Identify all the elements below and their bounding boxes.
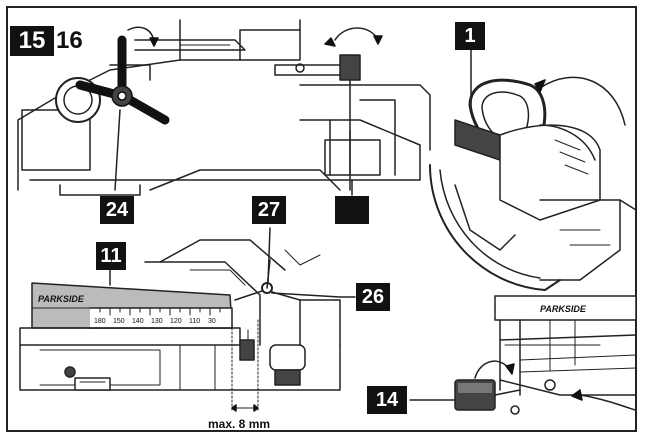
adjacent-figure-number: 16 — [56, 27, 83, 54]
dimension-label: max. 8 mm — [208, 417, 271, 431]
brand-label-right: PARKSIDE — [540, 304, 587, 314]
scale-tick-label: 110 — [189, 318, 200, 325]
bottom-left-detail — [19, 239, 341, 391]
brand-label-left: PARKSIDE — [38, 294, 85, 304]
scale-tick-label: 30 — [208, 318, 216, 325]
miter-scale: 180 150 140 130 120 110 30 — [94, 318, 216, 325]
figure-number: 15 — [10, 26, 54, 56]
scale-tick-label: 140 — [132, 318, 144, 325]
scale-tick-label: 130 — [151, 318, 163, 325]
lock-lever — [274, 54, 361, 191]
figure-frame — [6, 6, 637, 432]
rotate-arrow-27 — [334, 27, 379, 41]
scale-tick-label: 180 — [94, 318, 106, 325]
callout-blank — [335, 196, 369, 224]
callout-11: 11 — [96, 242, 126, 270]
dimension-marker — [231, 319, 259, 411]
swing-arrow — [539, 76, 626, 126]
callout-24: 24 — [100, 196, 134, 224]
knob-24 — [55, 35, 170, 191]
scale-tick-label: 150 — [113, 318, 125, 325]
knob-14 — [454, 360, 636, 415]
callout-1: 1 — [455, 22, 485, 50]
callout-27: 27 — [252, 196, 286, 224]
callout-14: 14 — [367, 386, 407, 414]
scale-tick-label: 120 — [170, 318, 182, 325]
right-detail — [429, 78, 637, 396]
callout-26: 26 — [356, 283, 390, 311]
